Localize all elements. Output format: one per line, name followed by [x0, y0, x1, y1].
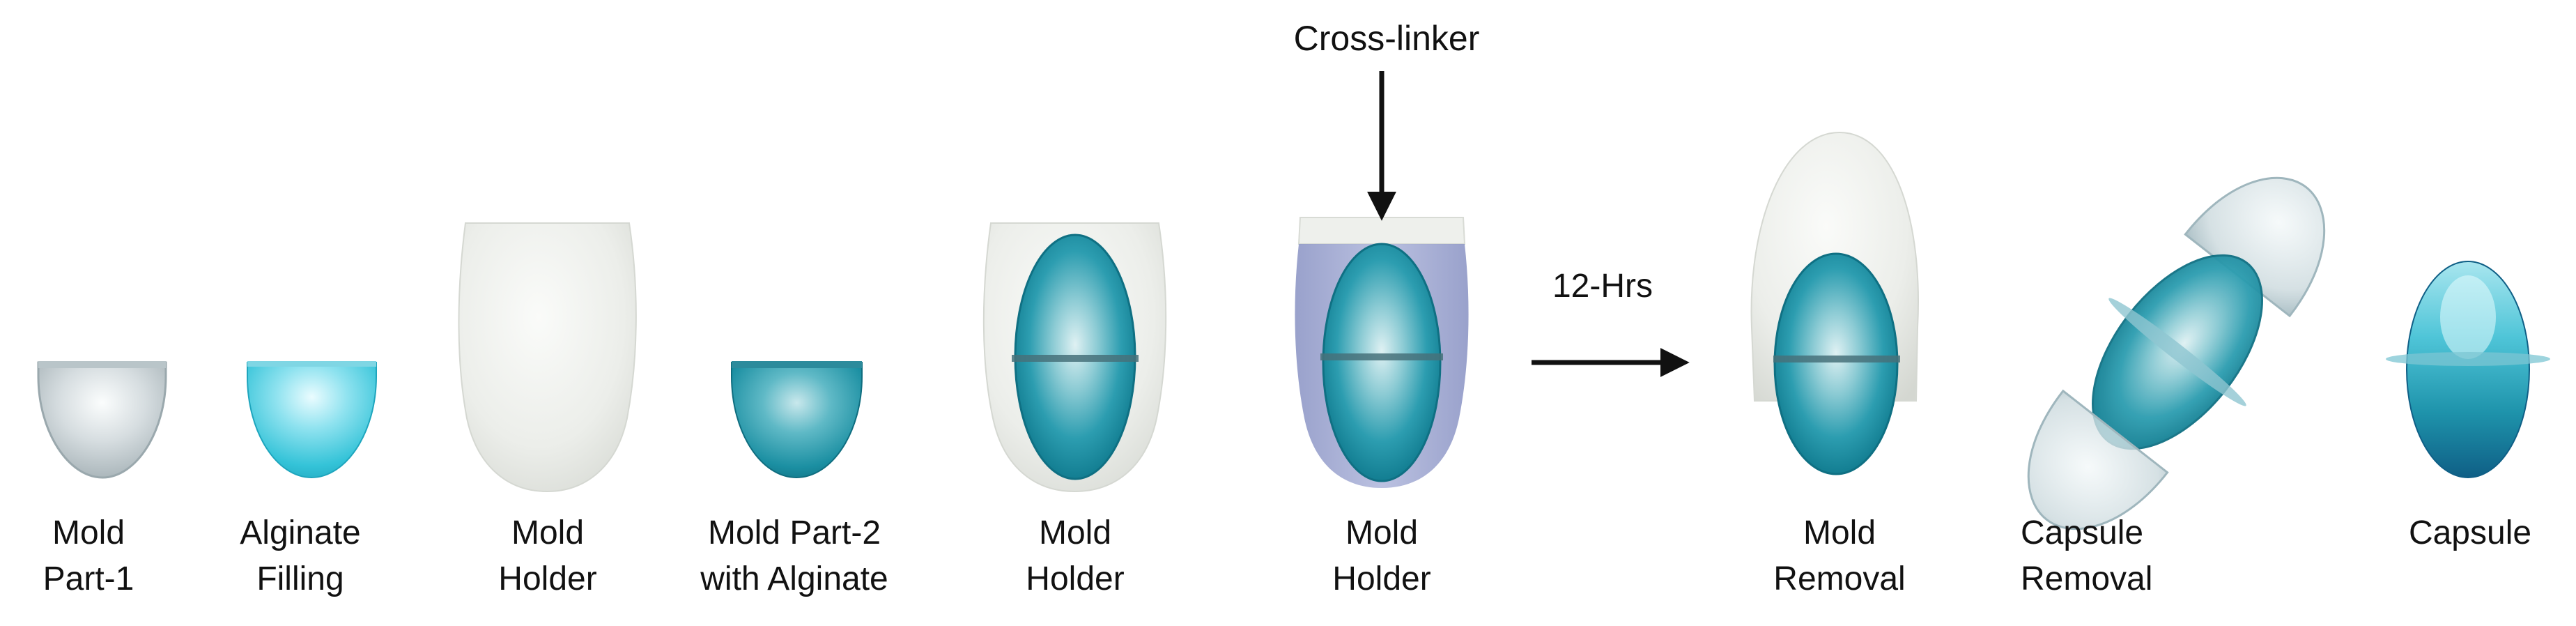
capsule-inside	[1773, 252, 1899, 475]
capsule-seam	[2108, 298, 2246, 406]
lower-mold-shell	[2027, 389, 2169, 530]
mold-seam-line	[1773, 356, 1900, 362]
step-label-capsule-removal: Capsule Removal	[2021, 510, 2188, 602]
step-label-mold-part-1: Mold Part-1	[19, 510, 158, 602]
step-label-mold-part-2: Mold Part-2 with Alginate	[669, 510, 920, 602]
step-label-mold-removal: Mold Removal	[1756, 510, 1923, 602]
step-label-line1: Capsule	[2408, 514, 2532, 551]
mold-part-2-rim	[732, 361, 862, 368]
step-label-line2: Removal	[2021, 560, 2153, 597]
step-label-line1: Capsule	[2021, 514, 2144, 551]
step-label-capsule: Capsule	[2390, 510, 2550, 556]
cross-linker-label: Cross-linker	[1293, 19, 1480, 58]
step-label-line1: Mold	[511, 514, 585, 551]
step-label-line1: Alginate	[240, 514, 361, 551]
step-label-line2: Part-1	[43, 560, 134, 597]
mold-part-2-figure	[731, 361, 863, 479]
mold-part-2-cup	[731, 362, 863, 479]
final-capsule-seam	[2386, 352, 2550, 366]
mold-removal-figure	[1750, 131, 1919, 475]
mold-holder-top-band	[1297, 217, 1466, 245]
step-label-line2: with Alginate	[700, 560, 888, 597]
step-label-line1: Mold	[52, 514, 125, 551]
step-label-line2: Holder	[498, 560, 597, 597]
step-label-line2: Removal	[1773, 560, 1906, 597]
step-label-mold-holder-1: Mold Holder	[471, 510, 624, 602]
mold-holder-body	[458, 222, 637, 493]
step-label-line2: Filling	[256, 560, 344, 597]
mold-part-1-figure	[37, 361, 167, 479]
step-label-alginate-filling: Alginate Filling	[217, 510, 384, 602]
step-label-line1: Mold	[1345, 514, 1419, 551]
final-capsule	[2406, 261, 2530, 478]
duration-label: 12-Hrs	[1552, 268, 1653, 305]
step-label-line1: Mold Part-2	[707, 514, 881, 551]
alginate-filling-figure	[247, 361, 377, 479]
mold-holder-figure-3	[1295, 71, 1469, 488]
alginate-filled-cup	[247, 362, 377, 479]
capsule-inside	[1322, 243, 1442, 482]
capsule-figure	[2386, 261, 2550, 478]
mold-holder-figure-2	[982, 222, 1167, 493]
mold-part-1-cup	[37, 361, 167, 479]
mold-part-1-rim	[38, 361, 166, 368]
mold-seam-line	[1012, 355, 1139, 362]
mold-seam-line	[1320, 353, 1443, 360]
step-label-mold-holder-3: Mold Holder	[1305, 510, 1458, 602]
capsule-removal-figure	[2027, 176, 2326, 530]
step-label-line1: Mold	[1038, 514, 1112, 551]
mold-holder-figure-1	[458, 222, 637, 493]
step-label-line1: Mold	[1803, 514, 1876, 551]
step-label-line2: Holder	[1332, 560, 1431, 597]
alginate-surface	[247, 361, 376, 367]
step-label-line2: Holder	[1026, 560, 1125, 597]
step-label-mold-holder-2: Mold Holder	[998, 510, 1152, 602]
final-capsule-highlight	[2440, 275, 2496, 359]
upper-mold-shell	[2184, 176, 2326, 318]
